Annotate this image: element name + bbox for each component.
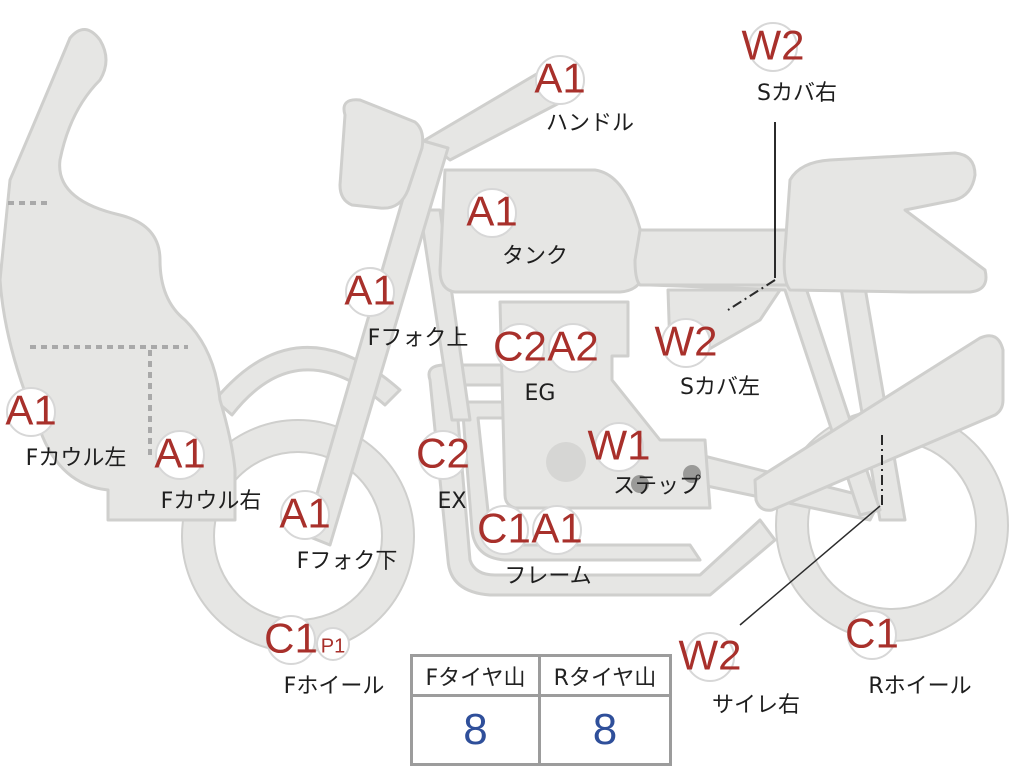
- badge-circle: [155, 430, 205, 480]
- badge-scover-right: W2: [742, 21, 805, 72]
- badge-ffork-lower: A1: [279, 489, 331, 540]
- front-tire-header: Fタイヤ山: [413, 657, 541, 697]
- badge-code: A1: [466, 187, 517, 234]
- label-handle: ハンドル: [546, 111, 634, 136]
- badge-fwheel-p1: P1: [316, 627, 350, 661]
- badge-circle: [467, 188, 517, 238]
- badge-muffler-right: W2: [679, 631, 742, 682]
- badge-circle: [748, 22, 798, 72]
- badge-code: W2: [742, 21, 805, 68]
- label-muffler-right: サイレ右: [712, 693, 800, 718]
- badge-circle: [548, 323, 598, 373]
- badge-code: C1: [845, 609, 899, 656]
- label-eg: EG: [525, 381, 556, 406]
- badge-rwheel: C1: [845, 609, 899, 660]
- label-ex: EX: [438, 489, 467, 514]
- badge-ffork-upper: A1: [344, 266, 396, 317]
- label-scover-left: Sカバ左: [680, 375, 760, 400]
- badge-circle: [418, 430, 468, 480]
- label-frame: フレーム: [504, 564, 591, 589]
- badge-fcowl-right: A1: [154, 429, 206, 480]
- badge-circle: [532, 505, 582, 555]
- badge-circle: [594, 422, 644, 472]
- badge-circle: [685, 632, 735, 682]
- badge-eg-c2: C2: [493, 322, 547, 373]
- front-fork: [303, 138, 450, 547]
- badge-step: W1: [588, 421, 651, 472]
- frame-lower: [427, 363, 777, 597]
- badge-code: W1: [588, 421, 651, 468]
- badge-code: C2: [416, 429, 470, 476]
- label-ffork-upper: Fフォク上: [368, 326, 469, 351]
- badge-code: A2: [547, 322, 598, 369]
- headlight: [338, 98, 425, 210]
- badge-code: C2: [493, 322, 547, 369]
- badge-circle: [535, 55, 585, 105]
- badge-frame-a1: A1: [531, 504, 583, 555]
- rear-tire-value: 8: [592, 705, 618, 754]
- badge-code: A1: [531, 504, 582, 551]
- badge-circle: [495, 323, 545, 373]
- badge-ex: C2: [416, 429, 470, 480]
- label-rwheel: Rホイール: [868, 674, 971, 699]
- label-scover-right: Sカバ右: [757, 81, 837, 106]
- muffler: [753, 334, 1005, 512]
- label-step: ステップ: [613, 474, 701, 499]
- badge-circle: [479, 505, 529, 555]
- badge-code: C1: [477, 504, 531, 551]
- frame-downtube: [418, 208, 472, 422]
- badge-circle: [6, 387, 56, 437]
- badge-eg-a2: A2: [547, 322, 599, 373]
- badge-circle: [661, 318, 711, 368]
- badge-fwheel-c1: C1: [264, 614, 318, 665]
- badge-code: W2: [679, 631, 742, 678]
- badge-tank: A1: [466, 187, 518, 238]
- badge-code: A1: [534, 54, 585, 101]
- badge-fcowl-left: A1: [5, 386, 57, 437]
- seam-lines: [8, 201, 188, 455]
- label-ffork-lower: Fフォク下: [297, 549, 398, 574]
- badge-code: A1: [5, 386, 56, 433]
- badge-scover-left: W2: [655, 317, 718, 368]
- front-cowl: [0, 28, 237, 522]
- badge-frame-c1: C1: [477, 504, 531, 555]
- badge-code: A1: [154, 429, 205, 476]
- badge-code: W2: [655, 317, 718, 364]
- badge-code: A1: [344, 266, 395, 313]
- badge-code: A1: [279, 489, 330, 536]
- badge-circle: [316, 627, 350, 661]
- badge-circle: [266, 615, 316, 665]
- label-fcowl-right: Fカウル右: [161, 489, 262, 514]
- engine-cover: [546, 442, 586, 482]
- label-fcowl-left: Fカウル左: [26, 446, 127, 471]
- badge-code: C1: [264, 614, 318, 661]
- badge-circle: [280, 490, 330, 540]
- label-tank: タンク: [502, 244, 568, 269]
- label-fwheel: Fホイール: [284, 674, 385, 699]
- badge-handle: A1: [534, 54, 586, 105]
- rear-tire-header: Rタイヤ山: [541, 657, 669, 697]
- seat: [782, 151, 988, 294]
- badge-circle: [345, 267, 395, 317]
- tire-tread-table: Fタイヤ山 Rタイヤ山 8 8: [410, 654, 672, 766]
- leader-lines: [727, 122, 883, 626]
- front-tire-value: 8: [413, 697, 541, 763]
- badge-circle: [847, 610, 897, 660]
- badge-code: P1: [321, 635, 345, 657]
